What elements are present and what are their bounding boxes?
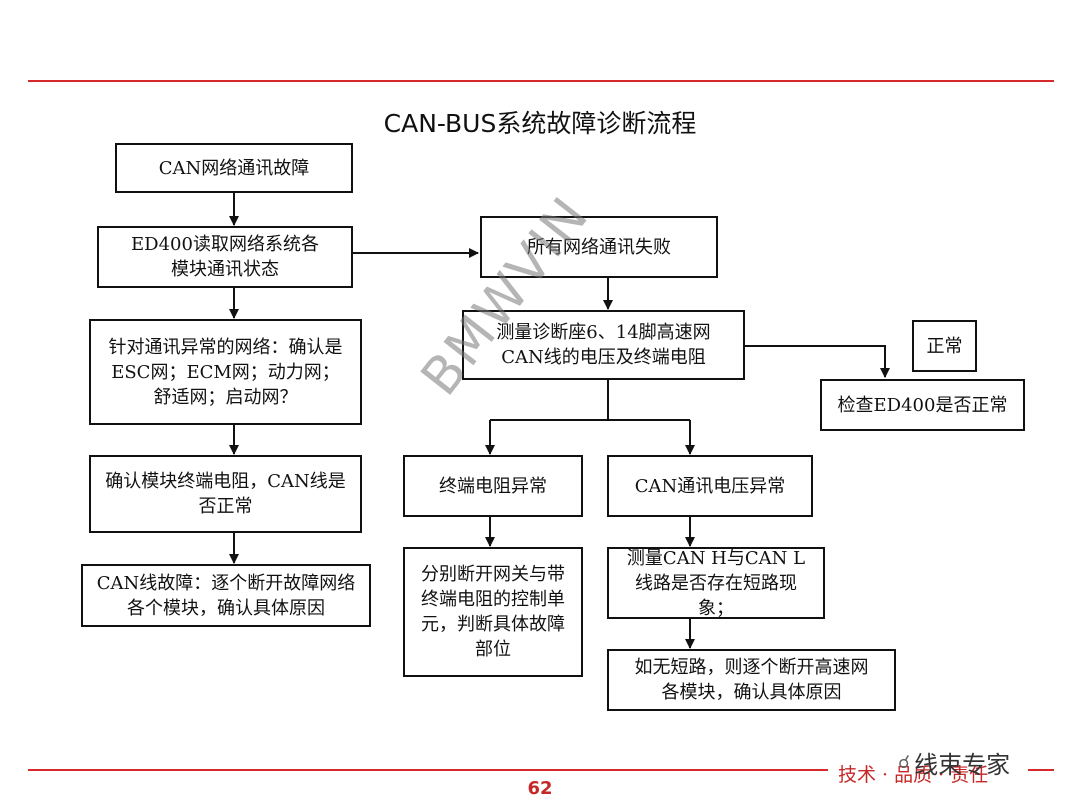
- node-can-fault: CAN网络通讯故障: [115, 143, 353, 193]
- arrow-measure-to-check: [745, 345, 890, 378]
- node-check-ed400: 检查ED400是否正常: [820, 379, 1025, 431]
- node-all-failed: 所有网络通讯失败: [480, 216, 718, 278]
- node-ed400-read: ED400读取网络系统各模块通讯状态: [97, 226, 353, 288]
- node-disconnect-gateway: 分别断开网关与带终端电阻的控制单元，判断具体故障部位: [403, 547, 583, 677]
- node-resistance-abnormal: 终端电阻异常: [403, 455, 583, 517]
- brand-name: 线束专家: [914, 751, 1011, 779]
- node-normal: 正常: [912, 320, 977, 372]
- page-title: CAN-BUS系统故障诊断流程: [383, 109, 697, 138]
- footer-slogan: 技术 · 品质 · 责任: [838, 764, 989, 786]
- node-voltage-abnormal: CAN通讯电压异常: [607, 455, 813, 517]
- bottom-rule: [28, 769, 828, 771]
- bottom-rule-right: [1028, 769, 1054, 771]
- node-confirm-resistance: 确认模块终端电阻，CAN线是否正常: [89, 455, 362, 533]
- page-number: 62: [527, 778, 553, 799]
- top-rule: [28, 80, 1054, 82]
- node-measure-short: 测量CAN H与CAN L线路是否存在短路现象；: [607, 547, 825, 619]
- wechat-icon: ☌: [898, 752, 911, 773]
- brand-mark: ☌ 线束专家: [898, 745, 1010, 780]
- node-can-line-fault: CAN线故障：逐个断开故障网络各个模块，确认具体原因: [81, 564, 371, 627]
- node-no-short: 如无短路，则逐个断开高速网各模块，确认具体原因: [607, 649, 896, 711]
- node-measure-pins: 测量诊断座6、14脚高速网CAN线的电压及终端电阻: [462, 310, 745, 380]
- node-abnormal-networks: 针对通讯异常的网络：确认是ESC网；ECM网；动力网；舒适网；启动网？: [89, 319, 362, 425]
